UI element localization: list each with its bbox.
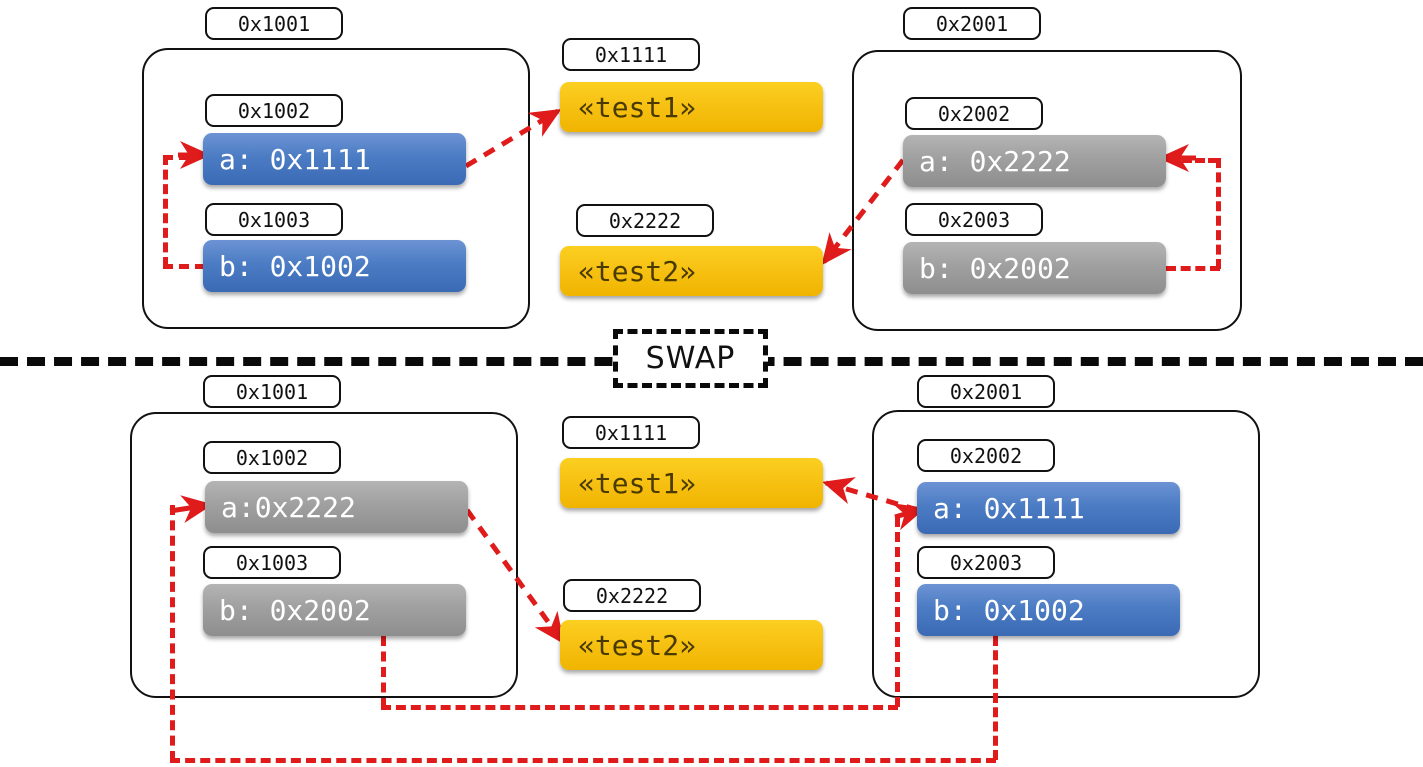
before-right-slot-0: a: 0x2222 <box>903 135 1166 187</box>
after-right-frame-address: 0x2001 <box>917 375 1055 408</box>
before-left-slot-1-address: 0x1003 <box>205 203 343 236</box>
after-left-frame-address: 0x1001 <box>203 375 341 408</box>
before-string-1-address: 0x2222 <box>576 204 714 237</box>
before-right-slot-0-address: 0x2002 <box>905 97 1043 130</box>
before-string-0: «test1» <box>560 82 823 132</box>
after-wrap2-vertical-right <box>993 636 998 760</box>
before-right-frame-address: 0x2001 <box>903 7 1041 40</box>
after-right-slot-1: b: 0x1002 <box>917 584 1180 636</box>
after-wrap2-vertical-left <box>170 505 175 761</box>
after-wrap1-vertical-left <box>381 636 386 708</box>
swap-label: SWAP <box>645 341 736 376</box>
after-string-1-address: 0x2222 <box>563 579 701 612</box>
before-string-0-address: 0x1111 <box>562 38 700 71</box>
after-left-slot-0: a:0x2222 <box>205 481 468 533</box>
after-right-slot-0-address: 0x2002 <box>917 439 1055 472</box>
after-wrap1-vertical-right <box>895 517 900 707</box>
after-right-slot-0: a: 0x1111 <box>917 482 1180 534</box>
swap-label-box: SWAP <box>613 329 768 388</box>
before-right-connector-bottom <box>1166 266 1220 271</box>
before-left-slot-0-address: 0x1002 <box>205 94 343 127</box>
after-string-0: «test1» <box>560 458 823 508</box>
after-left-slot-0-address: 0x1002 <box>203 441 341 474</box>
before-left-connector-vertical <box>163 155 168 267</box>
before-left-connector-bottom <box>163 264 205 269</box>
after-wrap2-horizontal <box>170 758 996 763</box>
after-left-slot-1: b: 0x2002 <box>203 584 466 636</box>
before-right-slot-1: b: 0x2002 <box>903 242 1166 294</box>
before-left-frame-address: 0x1001 <box>205 7 343 40</box>
before-right-connector-top <box>1182 158 1218 163</box>
after-wrap1-horizontal <box>381 705 898 710</box>
after-string-0-address: 0x1111 <box>562 416 700 449</box>
before-left-connector-top <box>163 155 189 160</box>
after-right-slot-1-address: 0x2003 <box>917 546 1055 579</box>
after-string-1: «test2» <box>560 620 823 670</box>
before-left-slot-1: b: 0x1002 <box>203 240 466 292</box>
before-string-1: «test2» <box>560 246 823 296</box>
before-left-slot-0: a: 0x1111 <box>203 133 466 185</box>
before-right-slot-1-address: 0x2003 <box>905 203 1043 236</box>
after-left-slot-1-address: 0x1003 <box>203 546 341 579</box>
before-right-connector-vertical <box>1216 158 1221 269</box>
